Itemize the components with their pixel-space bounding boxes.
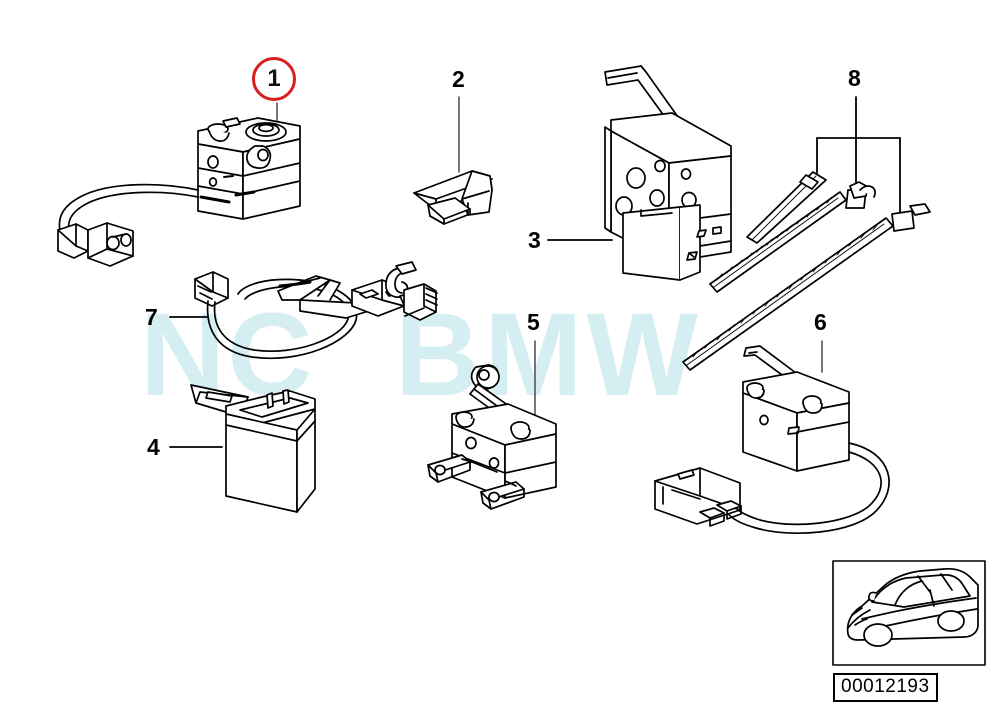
part-1-drawing xyxy=(57,102,301,267)
callout-1-label: 1 xyxy=(267,65,281,92)
callout-2-label[interactable]: 2 xyxy=(452,66,465,92)
part-3-drawing xyxy=(547,65,732,281)
part-7-drawing xyxy=(169,261,438,360)
vehicle-inset-drawing xyxy=(832,560,986,666)
callout-4-label[interactable]: 4 xyxy=(147,434,160,460)
callout-1-highlight[interactable]: 1 xyxy=(252,57,302,107)
callout-7-label[interactable]: 7 xyxy=(145,304,158,330)
callout-6-label[interactable]: 6 xyxy=(814,309,827,335)
part-5-drawing xyxy=(427,340,557,510)
part-2-drawing xyxy=(413,96,493,225)
callout-8-label[interactable]: 8 xyxy=(848,65,861,91)
part-8-drawing xyxy=(682,96,931,371)
callout-5-label[interactable]: 5 xyxy=(527,309,540,335)
part-6-drawing xyxy=(654,340,890,535)
callout-1-ring xyxy=(252,57,296,101)
diagram-number-label: 00012193 xyxy=(833,673,938,702)
part-4-drawing xyxy=(169,384,316,513)
callout-3-label[interactable]: 3 xyxy=(528,227,541,253)
